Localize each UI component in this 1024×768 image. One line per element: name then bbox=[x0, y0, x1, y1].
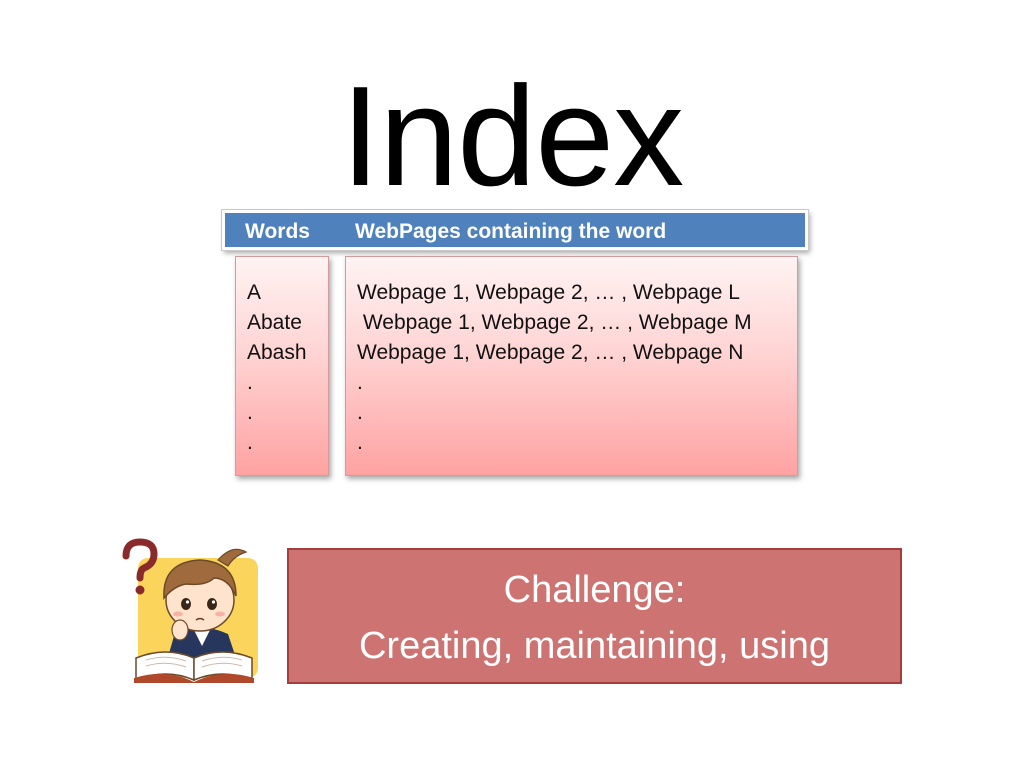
child-reading-book-icon bbox=[122, 538, 258, 683]
words-column: A Abate Abash . . . bbox=[235, 256, 329, 476]
webpage-list-item: Webpage 1, Webpage 2, … , Webpage N bbox=[357, 341, 744, 364]
webpages-column: Webpage 1, Webpage 2, … , Webpage L Webp… bbox=[345, 256, 798, 476]
header-webpages: WebPages containing the word bbox=[355, 220, 667, 243]
challenge-box: Challenge: Creating, maintaining, using bbox=[287, 548, 902, 684]
word-item: . bbox=[247, 431, 253, 454]
word-item: A bbox=[247, 281, 262, 304]
webpage-list-item: . bbox=[357, 401, 363, 424]
challenge-heading: Challenge: bbox=[503, 569, 686, 611]
webpage-list-item: . bbox=[357, 431, 363, 454]
webpage-list-item: Webpage 1, Webpage 2, … , Webpage M bbox=[357, 311, 752, 334]
word-item: . bbox=[247, 401, 253, 424]
webpage-list-item: . bbox=[357, 371, 363, 394]
word-item: . bbox=[247, 371, 253, 394]
index-table-header: Words WebPages containing the word bbox=[222, 210, 808, 250]
word-item: Abate bbox=[247, 311, 302, 334]
slide-title: Index bbox=[340, 57, 684, 216]
word-item: Abash bbox=[247, 341, 307, 364]
challenge-description: Creating, maintaining, using bbox=[358, 625, 831, 667]
webpage-list-item: Webpage 1, Webpage 2, … , Webpage L bbox=[357, 281, 740, 304]
header-words: Words bbox=[245, 220, 310, 243]
